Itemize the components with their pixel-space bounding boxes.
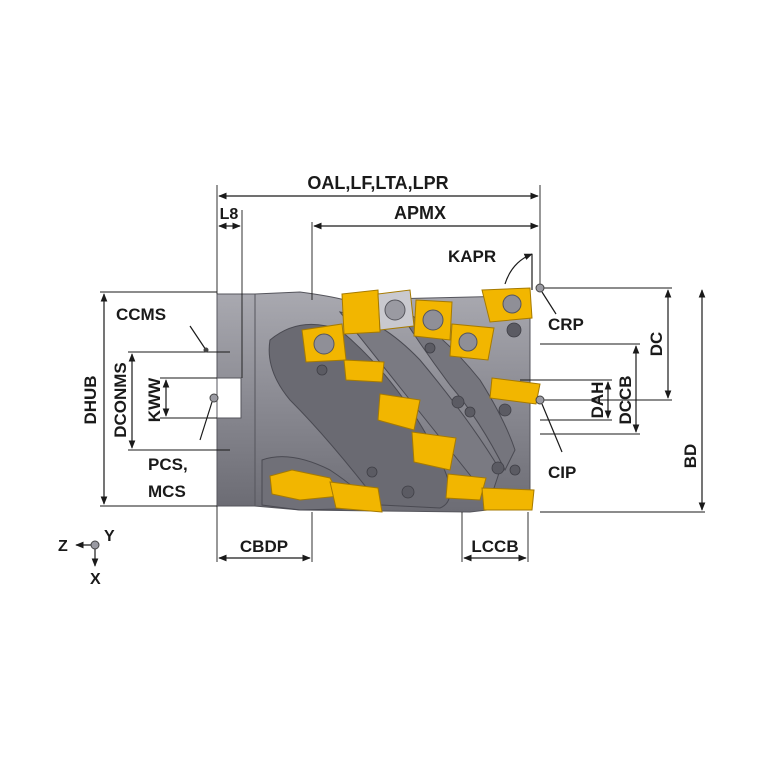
label-cbdp: CBDP (240, 537, 288, 556)
label-dah: DAH (588, 382, 607, 419)
label-pcs: PCS, (148, 455, 188, 474)
dimension-lines (100, 192, 706, 562)
insert-top-2 (377, 289, 415, 331)
label-l8: L8 (220, 206, 239, 223)
insert-step-1 (343, 359, 385, 383)
insert-top-3 (413, 299, 453, 341)
label-apmx: APMX (394, 203, 446, 223)
insert-step-2 (377, 393, 421, 431)
coolant-holes (316, 322, 522, 499)
pcs-point (209, 393, 219, 403)
label-crp: CRP (548, 315, 584, 334)
axis-origin (90, 540, 100, 550)
label-dconms: DCONMS (111, 362, 130, 438)
insert-step-3 (411, 431, 457, 471)
dim-kapr-arc (504, 253, 533, 285)
insert-bottom-2 (329, 481, 383, 513)
leader-ccms (189, 325, 207, 351)
axis-y-label: Y (104, 528, 115, 545)
label-kww: KWW (145, 377, 164, 422)
label-dhub: DHUB (81, 375, 100, 424)
leader-crp (541, 291, 557, 315)
label-lccb: LCCB (471, 537, 518, 556)
label-mcs: MCS (148, 482, 186, 501)
label-kapr: KAPR (448, 247, 496, 266)
insert-left-1 (301, 323, 347, 363)
keyway-notch (216, 377, 242, 419)
axis-z-label: Z (58, 538, 68, 555)
axis-x-label: X (90, 571, 101, 588)
insert-step-4 (445, 473, 487, 501)
label-ccms: CCMS (116, 305, 166, 324)
insert-top-5 (481, 287, 533, 323)
ccms-point (203, 347, 209, 353)
cip-point (535, 395, 545, 405)
insert-bottom-3 (481, 487, 535, 511)
label-cip: CIP (548, 463, 576, 482)
crp-point (535, 283, 545, 293)
inserts (269, 287, 541, 513)
insert-top-4 (449, 323, 495, 361)
leader-cip (541, 403, 563, 453)
reference-points (203, 283, 545, 405)
leader-pcs (199, 401, 213, 441)
insert-top-1 (341, 289, 381, 335)
insert-side-1 (489, 377, 541, 405)
extension-lines (100, 185, 705, 562)
label-dc: DC (647, 332, 666, 357)
label-bd: BD (681, 444, 700, 469)
label-dccb: DCCB (616, 375, 635, 424)
label-oal: OAL,LF,LTA,LPR (307, 173, 448, 193)
labels: OAL,LF,LTA,LPR L8 APMX KAPR CCMS CRP CIP… (81, 173, 700, 556)
axes-icon: Z Y X (58, 528, 115, 588)
